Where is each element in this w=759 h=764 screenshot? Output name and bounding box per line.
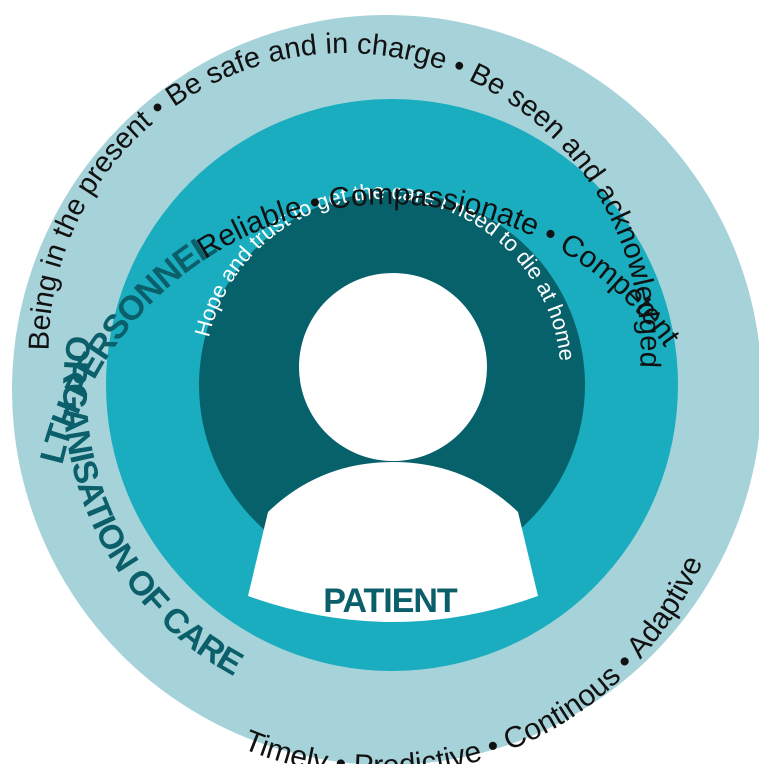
patient-label: PATIENT bbox=[323, 582, 458, 620]
person-silhouette-icon bbox=[248, 273, 538, 622]
